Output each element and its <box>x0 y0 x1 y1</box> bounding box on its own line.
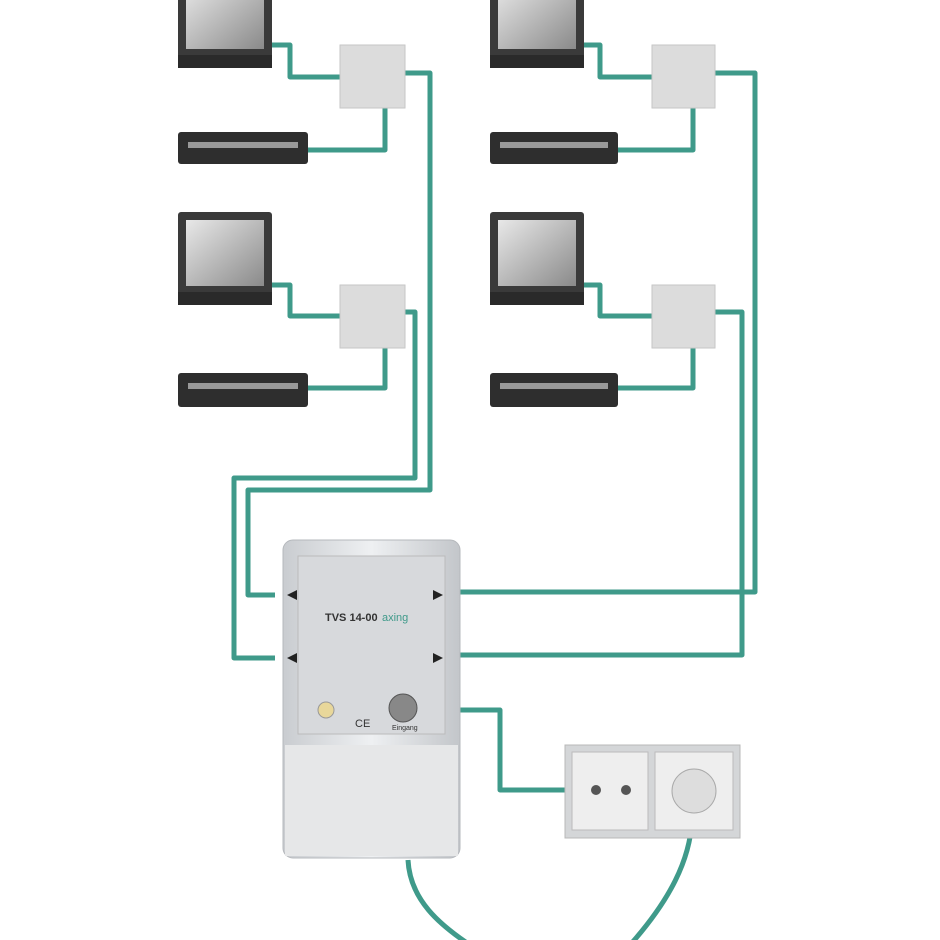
wall-socket <box>339 44 406 109</box>
power-cable <box>405 859 468 940</box>
wall-sockets <box>339 44 716 349</box>
cable <box>272 42 365 80</box>
wall-socket <box>651 44 716 109</box>
cables <box>231 42 758 940</box>
port-arrow-icon <box>287 590 297 600</box>
wall-socket <box>339 284 406 349</box>
port-arrow-icon <box>433 590 443 600</box>
tvs <box>178 0 584 305</box>
input-label: Eingang <box>392 725 418 732</box>
tv <box>178 0 272 68</box>
ce-mark: CE <box>355 718 371 730</box>
cable <box>460 70 758 595</box>
wall-outlet <box>564 744 741 839</box>
antenna-port <box>591 785 601 795</box>
port-arrow-icon <box>433 653 443 663</box>
receiver <box>178 132 308 164</box>
input-connector <box>388 693 418 723</box>
receivers <box>178 132 618 407</box>
cable <box>582 282 675 319</box>
tv <box>490 0 584 68</box>
amplifier-model: TVS 14-00 <box>325 612 378 624</box>
receiver <box>178 373 308 407</box>
amplifier-brand: axing <box>382 612 409 624</box>
antenna-socket <box>571 751 649 831</box>
gain-knob <box>317 701 335 719</box>
wall-socket <box>651 284 716 349</box>
amplifier-cover <box>285 745 458 856</box>
cable <box>245 70 433 598</box>
cable <box>272 282 365 319</box>
cable <box>582 42 675 80</box>
cable <box>231 309 418 661</box>
receiver <box>490 373 618 407</box>
tv <box>178 212 272 305</box>
antenna-port <box>621 785 631 795</box>
amplifier <box>282 539 461 859</box>
tv <box>490 212 584 305</box>
receiver <box>490 132 618 164</box>
port-arrow-icon <box>287 653 297 663</box>
cable <box>460 309 745 658</box>
power-socket-recess <box>671 768 717 814</box>
